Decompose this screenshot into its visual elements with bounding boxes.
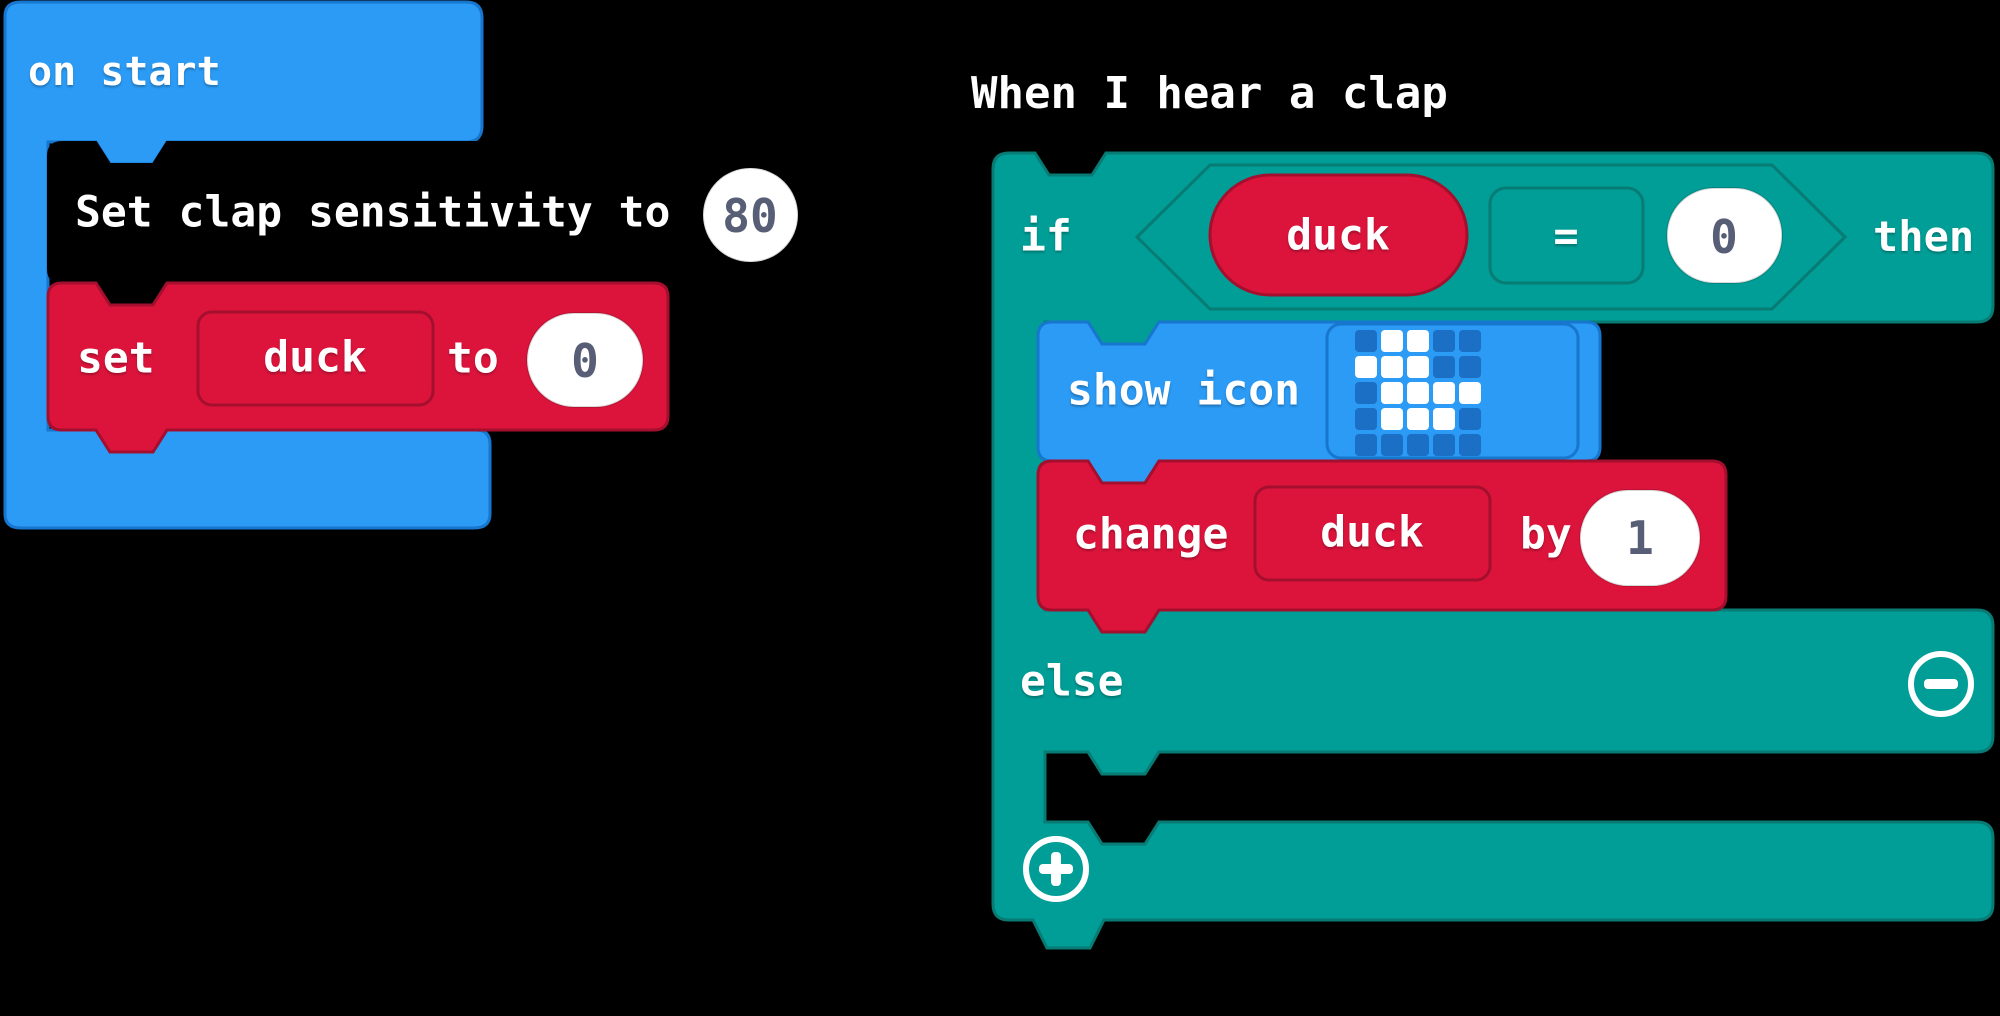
show-icon-label: show icon xyxy=(1067,365,1300,416)
change-label: change xyxy=(1073,509,1229,560)
led-cell-on[interactable] xyxy=(1407,330,1429,352)
led-cell-off[interactable] xyxy=(1355,382,1377,404)
by-label: by xyxy=(1520,509,1572,560)
set-variable-dropdown[interactable] xyxy=(196,310,435,407)
then-label: then xyxy=(1873,212,1975,261)
to-label: to xyxy=(447,333,499,384)
set-value-field[interactable] xyxy=(526,312,644,408)
condition-value[interactable]: 0 xyxy=(1710,210,1738,264)
led-cell-off[interactable] xyxy=(1433,330,1455,352)
led-cell-off[interactable] xyxy=(1433,434,1455,456)
led-cell-on[interactable] xyxy=(1407,382,1429,404)
led-grid[interactable] xyxy=(1355,330,1481,456)
operator-dropdown[interactable] xyxy=(1488,186,1645,285)
led-cell-on[interactable] xyxy=(1407,408,1429,430)
set-variable-name[interactable]: duck xyxy=(263,332,367,383)
led-cell-on[interactable] xyxy=(1381,408,1403,430)
change-variable-name[interactable]: duck xyxy=(1320,507,1424,558)
set-value[interactable]: 0 xyxy=(571,334,599,388)
led-cell-off[interactable] xyxy=(1355,434,1377,456)
led-cell-on[interactable] xyxy=(1355,356,1377,378)
led-cell-off[interactable] xyxy=(1381,434,1403,456)
led-cell-off[interactable] xyxy=(1459,356,1481,378)
led-cell-off[interactable] xyxy=(1459,330,1481,352)
led-cell-on[interactable] xyxy=(1459,382,1481,404)
set-clap-sensitivity-label: Set clap sensitivity to xyxy=(75,187,671,238)
on-start-label: on start xyxy=(28,49,221,95)
condition-variable-pill[interactable] xyxy=(1208,173,1469,297)
on-start-block[interactable] xyxy=(3,0,492,530)
led-cell-off[interactable] xyxy=(1459,408,1481,430)
led-cell-on[interactable] xyxy=(1381,382,1403,404)
sensitivity-value-field[interactable] xyxy=(702,167,799,263)
if-label: if xyxy=(1020,211,1072,262)
if-else-block[interactable] xyxy=(991,151,1995,950)
else-label: else xyxy=(1020,656,1124,707)
remove-else-icon[interactable] xyxy=(1908,651,1974,717)
condition-value-field[interactable] xyxy=(1666,187,1783,284)
led-cell-on[interactable] xyxy=(1381,330,1403,352)
when-i-hear-a-clap-hat-label[interactable]: When I hear a clap xyxy=(971,68,1448,119)
led-cell-off[interactable] xyxy=(1355,408,1377,430)
add-branch-icon[interactable] xyxy=(1023,836,1089,902)
change-value[interactable]: 1 xyxy=(1626,511,1654,565)
led-cell-on[interactable] xyxy=(1407,356,1429,378)
change-variable-dropdown[interactable] xyxy=(1253,485,1492,582)
sensitivity-value[interactable]: 80 xyxy=(722,189,778,243)
led-cell-off[interactable] xyxy=(1433,356,1455,378)
led-cell-on[interactable] xyxy=(1433,408,1455,430)
set-label: set xyxy=(77,333,155,384)
led-cell-off[interactable] xyxy=(1355,330,1377,352)
change-value-field[interactable] xyxy=(1579,489,1701,587)
led-cell-off[interactable] xyxy=(1459,434,1481,456)
condition-operator[interactable]: = xyxy=(1553,211,1579,260)
led-cell-off[interactable] xyxy=(1407,434,1429,456)
led-cell-on[interactable] xyxy=(1381,356,1403,378)
condition-variable-name[interactable]: duck xyxy=(1286,210,1390,261)
led-cell-on[interactable] xyxy=(1433,382,1455,404)
